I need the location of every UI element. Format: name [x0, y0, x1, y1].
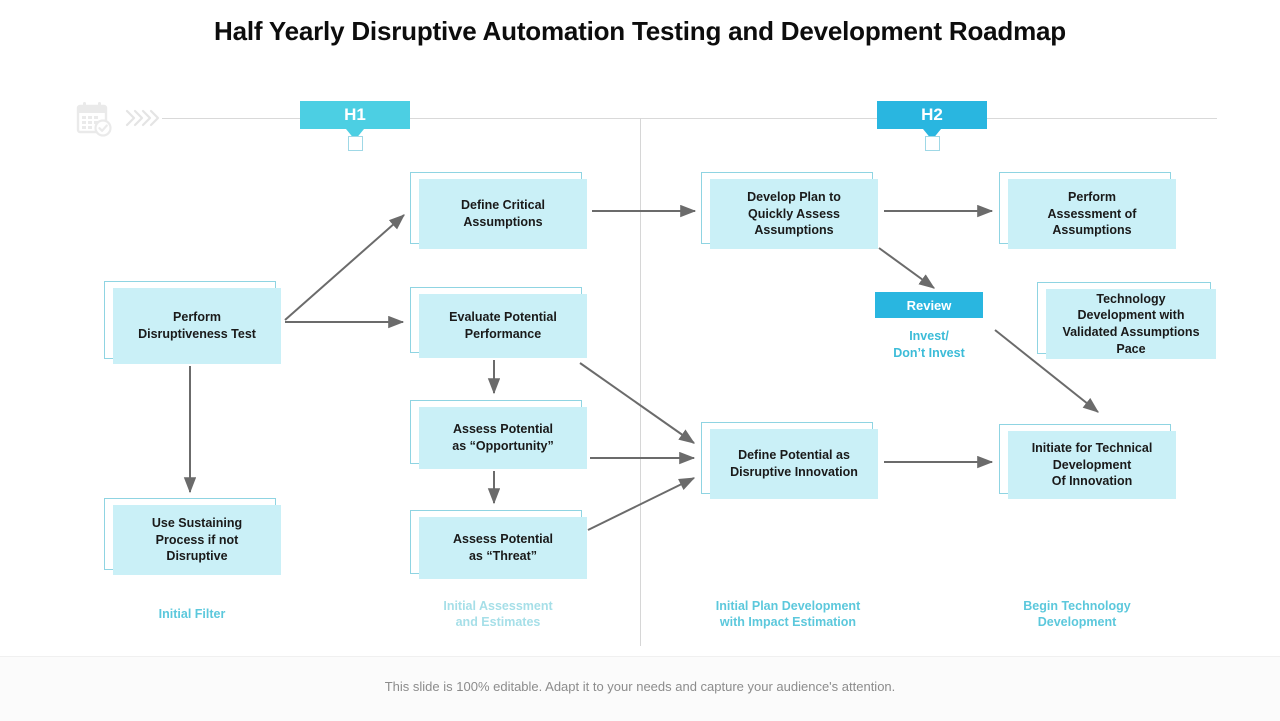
box-label: Assess Potential as “Opportunity” [419, 407, 587, 469]
box-evaluate-potential-performance[interactable]: Evaluate Potential Performance [410, 287, 587, 358]
box-label: Initiate for Technical Development Of In… [1008, 431, 1176, 499]
timeline-axis [162, 118, 1217, 119]
calendar-check-icon [74, 99, 114, 139]
caption-plan-development: Initial Plan Development with Impact Est… [715, 599, 861, 630]
review-decision-note: Invest/ Don’t Invest [893, 329, 965, 360]
caption-initial-filter: Initial Filter [158, 607, 226, 621]
phase-badge-h2[interactable]: H2 [877, 101, 987, 129]
box-label: Define Critical Assumptions [419, 179, 587, 249]
review-badge[interactable]: Review [875, 292, 983, 318]
box-assess-potential-threat[interactable]: Assess Potential as “Threat” [410, 510, 587, 579]
footer-bar [0, 656, 1280, 721]
box-define-critical-assumptions[interactable]: Define Critical Assumptions [410, 172, 587, 249]
box-label: Evaluate Potential Performance [419, 294, 587, 358]
section-divider [640, 118, 641, 646]
box-label: Technology Development with Validated As… [1046, 289, 1216, 359]
box-develop-plan-quickly-assess[interactable]: Develop Plan to Quickly Assess Assumptio… [701, 172, 878, 249]
box-label: Define Potential as Disruptive Innovatio… [710, 429, 878, 499]
box-label: Perform Assessment of Assumptions [1008, 179, 1176, 249]
phase-badge-h1[interactable]: H1 [300, 101, 410, 129]
box-label: Perform Disruptiveness Test [113, 288, 281, 364]
box-technology-development-validated-assumptions[interactable]: Technology Development with Validated As… [1037, 282, 1216, 359]
chevrons-right-icon [124, 106, 166, 130]
phase-marker-square-h1 [348, 136, 363, 151]
box-label: Develop Plan to Quickly Assess Assumptio… [710, 179, 878, 249]
box-perform-disruptiveness-test[interactable]: Perform Disruptiveness Test [104, 281, 281, 364]
box-label: Use Sustaining Process if not Disruptive [113, 505, 281, 575]
phase-pointer-h1 [346, 129, 364, 140]
box-assess-potential-opportunity[interactable]: Assess Potential as “Opportunity” [410, 400, 587, 469]
box-define-potential-disruptive-innovation[interactable]: Define Potential as Disruptive Innovatio… [701, 422, 878, 499]
caption-initial-assessment: Initial Assessment and Estimates [443, 599, 553, 630]
box-use-sustaining-process[interactable]: Use Sustaining Process if not Disruptive [104, 498, 281, 575]
phase-marker-square-h2 [925, 136, 940, 151]
caption-begin-technology: Begin Technology Development [1023, 599, 1131, 630]
box-perform-assessment-of-assumptions[interactable]: Perform Assessment of Assumptions [999, 172, 1176, 249]
box-initiate-technical-development[interactable]: Initiate for Technical Development Of In… [999, 424, 1176, 499]
phase-pointer-h2 [923, 129, 941, 140]
page-title: Half Yearly Disruptive Automation Testin… [214, 16, 1066, 46]
footer-note: This slide is 100% editable. Adapt it to… [384, 679, 896, 694]
box-label: Assess Potential as “Threat” [419, 517, 587, 579]
